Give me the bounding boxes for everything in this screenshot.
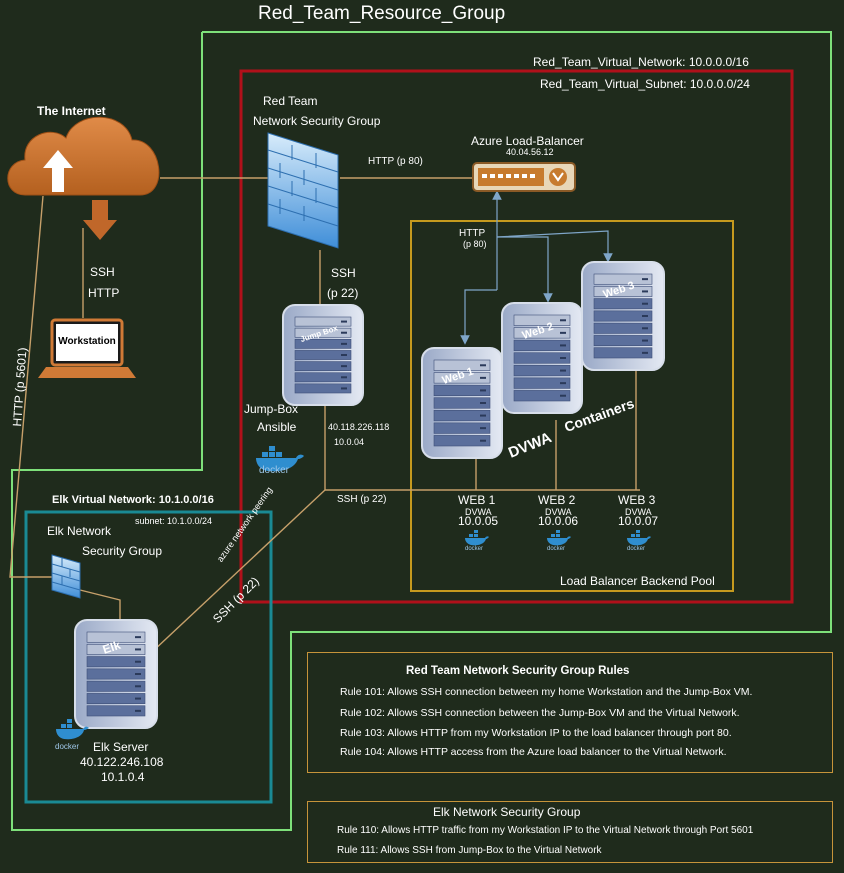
- web1-app: DVWA: [465, 507, 492, 517]
- web1-docker-label: docker: [465, 546, 484, 552]
- nsg-jump-port-label: (p 22): [327, 286, 359, 300]
- jump-web-ssh-label: SSH (p 22): [337, 494, 387, 505]
- workstation-ssh-label: SSH: [90, 265, 115, 279]
- virtual-network-border: [239, 69, 794, 604]
- web3-server-icon: Web 3: [581, 261, 665, 371]
- elk-nsg-line1: Elk Network: [47, 524, 112, 538]
- lb-pool-port-label: (p 80): [463, 239, 487, 249]
- jump-box-server-icon: Jump Box: [282, 304, 364, 406]
- web3-docker-icon: [624, 530, 652, 557]
- web2-docker-label: docker: [547, 546, 566, 552]
- lb-http-lines: [460, 190, 613, 345]
- elk-server-public-ip: 40.122.246.108: [80, 755, 164, 769]
- web1-docker-icon: [462, 530, 490, 557]
- nsg-title-line2: Network Security Group: [253, 114, 381, 128]
- web3-docker-label: docker: [627, 546, 646, 552]
- jump-box-subtitle: Ansible: [257, 420, 297, 434]
- elk-network-border: [24, 510, 273, 804]
- elk-server-label: Elk: [101, 638, 123, 657]
- elk-server-private-ip: 10.1.0.4: [101, 770, 145, 784]
- rule-101: Rule 101: Allows SSH connection between …: [340, 686, 753, 698]
- jump-box-docker-icon: [250, 444, 306, 478]
- jump-box-public-ip: 40.118.226.118: [328, 422, 390, 432]
- web2-server-icon: Web 2: [501, 302, 583, 414]
- virtual-network-label: Red_Team_Virtual_Network: 10.0.0.0/16: [533, 55, 749, 69]
- elk-rules-panel: Elk Network Security Group Rule 110: All…: [307, 801, 833, 863]
- workstation-label: Workstation: [58, 336, 116, 347]
- virtual-subnet-label: Red_Team_Virtual_Subnet: 10.0.0.0/24: [540, 77, 750, 91]
- internet-cloud-icon: [7, 116, 160, 240]
- elk-server-name: Elk Server: [93, 740, 149, 754]
- resource-group-title: Red_Team_Resource_Group: [258, 3, 506, 24]
- web2-ip: 10.0.06: [538, 514, 579, 528]
- elk-rules-title: Elk Network Security Group: [433, 805, 581, 819]
- backend-pool-border: [410, 220, 734, 592]
- nsg-title-line1: Red Team: [263, 94, 318, 108]
- red-team-firewall-icon: [267, 132, 339, 249]
- web1-server-icon: Web 1: [421, 347, 503, 459]
- lb-pool-http-label: HTTP: [459, 228, 486, 239]
- elk-network-title: Elk Virtual Network: 10.1.0.0/16: [52, 494, 214, 506]
- jump-box-docker-label: docker: [259, 465, 290, 476]
- web3-ip: 10.0.07: [618, 514, 659, 528]
- load-balancer-icon: [472, 162, 576, 192]
- rule-104: Rule 104: Allows HTTP access from the Az…: [340, 746, 727, 758]
- internet-to-lb-label: HTTP (p 80): [368, 156, 423, 167]
- elk-subnet-label: subnet: 10.1.0.0/24: [135, 516, 213, 526]
- load-balancer-name: Azure Load-Balancer: [471, 134, 584, 148]
- red-team-rules-panel: Red Team Network Security Group Rules Ru…: [307, 652, 833, 773]
- elk-docker-icon: [52, 718, 90, 753]
- red-team-rules-title: Red Team Network Security Group Rules: [406, 665, 630, 677]
- rule-110: Rule 110: Allows HTTP traffic from my Wo…: [337, 825, 754, 836]
- elk-nsg-line2: Security Group: [82, 544, 163, 558]
- web3-app: DVWA: [625, 507, 652, 517]
- web2-docker-icon: [544, 530, 572, 557]
- rule-103: Rule 103: Allows HTTP from my Workstatio…: [340, 727, 732, 739]
- web1-ip: 10.0.05: [458, 514, 499, 528]
- elk-server-icon: Elk: [74, 619, 158, 729]
- rule-102: Rule 102: Allows SSH connection between …: [340, 707, 740, 719]
- load-balancer-ip: 40.04.56.12: [506, 147, 554, 157]
- nsg-jump-ssh-label: SSH: [331, 266, 356, 280]
- workstation-laptop-icon: [38, 318, 136, 378]
- resource-group-border: [11, 31, 832, 831]
- internet-label: The Internet: [37, 104, 106, 118]
- elk-docker-label: docker: [55, 742, 80, 751]
- rule-111: Rule 111: Allows SSH from Jump-Box to th…: [337, 845, 602, 856]
- web2-app: DVWA: [545, 507, 572, 517]
- web2-name: WEB 2: [538, 493, 576, 507]
- workstation-http-label: HTTP: [88, 286, 120, 300]
- jump-box-title: Jump-Box: [244, 402, 299, 416]
- elk-firewall-icon: [51, 554, 81, 599]
- jump-box-private-ip: 10.0.04: [334, 437, 365, 447]
- link-lines: [9, 177, 640, 653]
- web3-name: WEB 3: [618, 493, 656, 507]
- web1-name: WEB 1: [458, 493, 496, 507]
- pool-label: Load Balancer Backend Pool: [560, 574, 715, 588]
